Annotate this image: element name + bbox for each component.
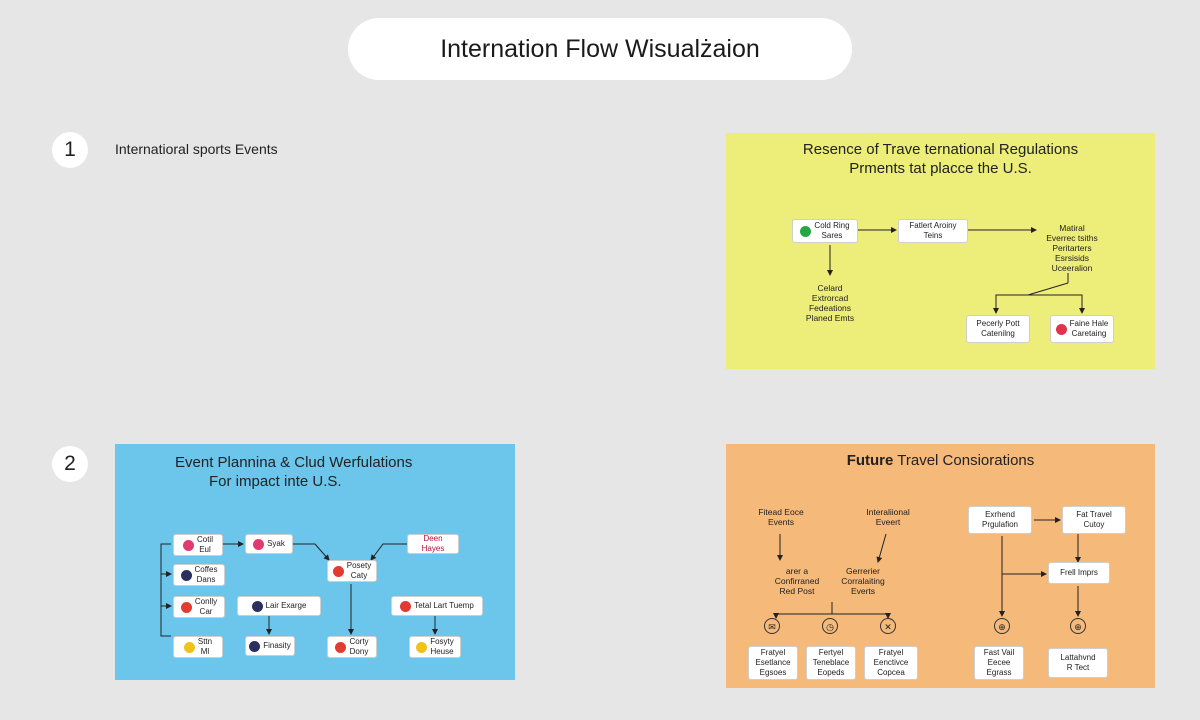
node-label: Lair Exarge <box>265 601 307 610</box>
globe-icon: ⊕ <box>1070 618 1086 634</box>
title-bold: Future <box>846 452 894 469</box>
node-deen-hayes: Deen Hayes <box>407 534 459 554</box>
node-exrhend: Exrhend Prgulafion <box>968 506 1032 534</box>
node-label: Cold Ring Sares <box>814 221 850 240</box>
node-label: Fosyty Heuse <box>430 637 454 656</box>
regulations-subtitle: Prments tat placce the U.S. <box>849 160 1032 177</box>
event-planning-connectors <box>160 541 438 637</box>
node-fitead-eoce: Fitead Eoce Events <box>758 507 804 527</box>
regulations-panel: Resence of Trave ternational Regulations… <box>726 133 1155 369</box>
node-matiral: Matiral Everrec tsiths Peritarters Esrsi… <box>1046 223 1098 273</box>
regulations-title: Resence of Trave ternational Regulations <box>802 141 1079 158</box>
page-title: Internation Flow Wisualżaion <box>348 18 852 80</box>
title-rest: Travel Consiorations <box>893 452 1035 469</box>
node-posety-caty: Posety Caty <box>327 560 377 582</box>
node-celard: Celard Extrorcad Fedeations Planed Emts <box>805 283 855 323</box>
pin-icon <box>335 641 347 653</box>
pin-icon <box>253 538 265 550</box>
node-label: Corty Dony <box>349 637 369 656</box>
node-label: Posety Caty <box>346 561 372 580</box>
node-coffes-dans: Coffes Dans <box>173 564 225 586</box>
clock-icon: ◷ <box>822 618 838 634</box>
crossed-envelope-icon: ✕ <box>880 618 896 634</box>
node-faine-hale: Faine Hale Caretaing <box>1050 315 1114 343</box>
node-label: Tetal Lart Tuemp <box>414 601 474 610</box>
node-fatlert-aroiny: Fatlert Aroiny Teins <box>898 219 968 243</box>
pin-icon <box>182 539 194 551</box>
node-pecerly-pott: Pecerly Pott Catenilng <box>966 315 1030 343</box>
node-cold-ring-sares: Cold Ring Sares <box>792 219 858 243</box>
step-number-2: 2 <box>52 446 88 482</box>
node-lattahvnd: Lattahvnd R Tect <box>1048 648 1108 678</box>
node-tetal-lart-tuemp: Tetal Lart Tuemp <box>391 596 483 616</box>
event-planning-panel: Event Plannina & Clud Werfulations For i… <box>115 444 515 680</box>
node-frell-imprs: Frell Imprs <box>1048 562 1110 584</box>
node-syak: Syak <box>245 534 293 554</box>
event-planning-subtitle: For impact inte U.S. <box>209 473 342 490</box>
node-cotil-eul: Cotil Eul <box>173 534 223 556</box>
flag-icon <box>180 569 192 581</box>
node-gerrerier: Gerrerier Corralaiting Everts <box>841 566 885 596</box>
node-label: Coffes Dans <box>194 565 218 584</box>
node-label: Syak <box>267 539 285 548</box>
future-travel-title: Future Travel Consiorations <box>726 452 1155 469</box>
node-fosyty-heuse: Fosyty Heuse <box>409 636 461 658</box>
node-corty-dony: Corty Dony <box>327 636 377 658</box>
node-interaliional: Interaliional Eveert <box>866 507 910 527</box>
globe-icon: ⊕ <box>994 618 1010 634</box>
star-icon <box>416 641 428 653</box>
pin-icon <box>332 565 344 577</box>
node-fat-travel: Fat Travel Cutoy <box>1062 506 1126 534</box>
node-lair-exarge: Lair Exarge <box>237 596 321 616</box>
node-fertyel: Fertyel Teneblace Eopeds <box>806 646 856 680</box>
regulations-connectors <box>827 227 1085 314</box>
step-number-1: 1 <box>52 132 88 168</box>
info-icon <box>249 640 261 652</box>
check-icon <box>800 225 812 237</box>
node-label: Conlly Car <box>194 597 218 616</box>
node-label: Sttn Ml <box>197 637 213 656</box>
pin-icon <box>180 601 192 613</box>
alert-icon <box>1055 323 1067 335</box>
node-finasity: Finasity <box>245 636 295 656</box>
node-conlly-car: Conlly Car <box>173 596 225 618</box>
globe-icon <box>251 600 263 612</box>
node-arer-a: arer a Confirraned Red Post <box>774 566 820 596</box>
node-fratyel-2: Fratyel Eenctivce Copcea <box>864 646 918 680</box>
event-planning-title: Event Plannina & Clud Werfulations <box>175 454 413 471</box>
node-label: Cotil Eul <box>196 535 213 554</box>
star-icon <box>183 641 195 653</box>
node-fast-vail: Fast Vail Eecee Egrass <box>974 646 1024 680</box>
node-label: Finasity <box>263 641 291 650</box>
future-travel-connectors <box>773 517 1081 619</box>
section-1-label: Internatioral sports Events <box>115 141 278 157</box>
node-label: Faine Hale Caretaing <box>1069 319 1109 338</box>
pin-icon <box>400 600 412 612</box>
mail-icon: ✉ <box>764 618 780 634</box>
future-travel-panel: Future Travel Consiorations Fitead Eoce … <box>726 444 1155 688</box>
node-sttn-ml: Sttn Ml <box>173 636 223 658</box>
node-fratyel-1: Fratyel Esetlance Egsoes <box>748 646 798 680</box>
